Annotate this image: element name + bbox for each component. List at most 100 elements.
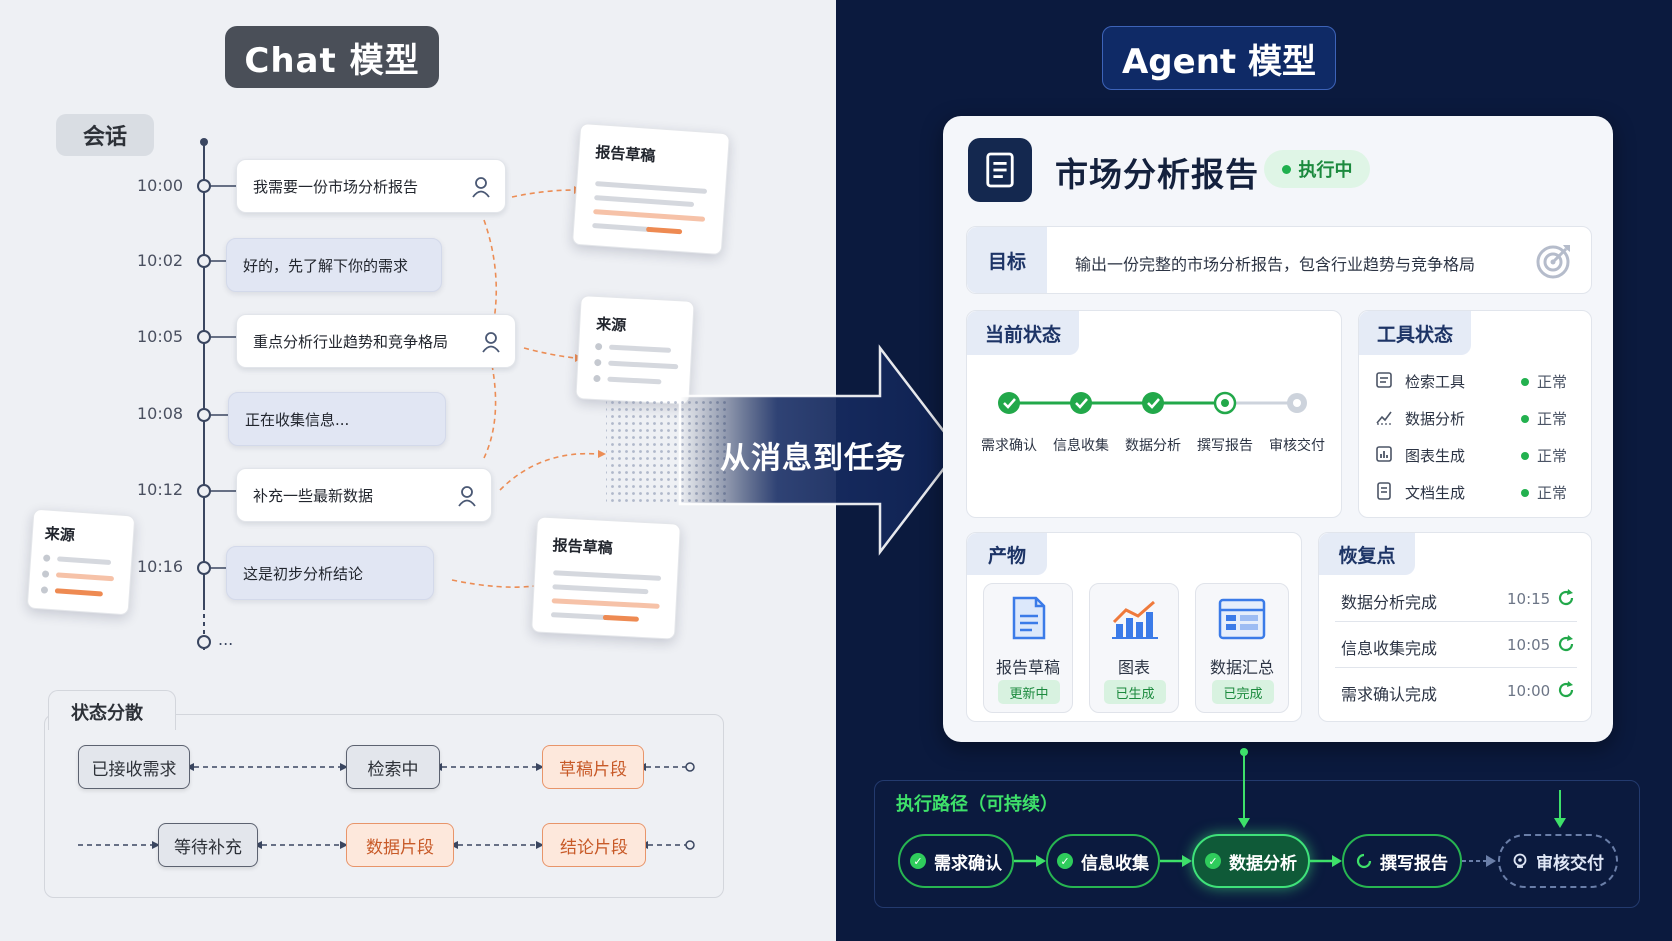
user-message-bubble: 重点分析行业趋势和竞争格局 bbox=[236, 314, 516, 368]
tool-status: 正常 bbox=[1521, 482, 1567, 503]
timeline bbox=[197, 138, 606, 652]
artifact-report-draft[interactable]: 报告草稿 更新中 bbox=[983, 583, 1073, 713]
path-step-label: 需求确认 bbox=[934, 853, 1002, 874]
restore-icon[interactable] bbox=[1557, 635, 1575, 653]
in-progress-icon bbox=[1213, 391, 1237, 415]
step-label: 撰写报告 bbox=[1197, 438, 1253, 454]
path-step-requirements[interactable]: ✓ 需求确认 bbox=[898, 834, 1014, 888]
recovery-points-section: 恢复点 数据分析完成 10:15 信息收集完成 10:05 需求确认完成 10:… bbox=[1318, 532, 1592, 722]
message-text: 重点分析行业趋势和竞争格局 bbox=[253, 332, 449, 351]
artifact-badge: 更新中 bbox=[998, 680, 1060, 704]
recovery-label: 恢复点 bbox=[1319, 533, 1415, 575]
timestamp: 10:16 bbox=[137, 557, 184, 576]
execution-path-box bbox=[874, 780, 1640, 908]
tool-status: 正常 bbox=[1521, 371, 1567, 392]
user-icon bbox=[472, 177, 490, 198]
state-pill: 等待补充 bbox=[158, 823, 258, 867]
artifact-data-summary[interactable]: 数据汇总 已完成 bbox=[1195, 583, 1289, 713]
artifact-chart[interactable]: 图表 已生成 bbox=[1089, 583, 1179, 713]
progress-track bbox=[998, 391, 1307, 415]
path-step-info-gathering[interactable]: ✓ 信息收集 bbox=[1046, 834, 1160, 888]
state-pill: 草稿片段 bbox=[542, 745, 644, 789]
goal-section: 目标 输出一份完整的市场分析报告，包含行业趋势与竞争格局 bbox=[966, 226, 1592, 294]
session-label: 会话 bbox=[56, 114, 154, 156]
path-step-label: 信息收集 bbox=[1081, 853, 1149, 874]
artifact-name: 数据汇总 bbox=[1209, 658, 1274, 677]
tool-name: 检索工具 bbox=[1405, 373, 1466, 391]
message-text: 好的，先了解下你的需求 bbox=[243, 256, 409, 275]
recovery-point-name: 信息收集完成 bbox=[1341, 639, 1438, 658]
message-text: 我需要一份市场分析报告 bbox=[253, 177, 419, 196]
path-step-label: 撰写报告 bbox=[1380, 853, 1448, 874]
scattered-state-label: 状态分散 bbox=[48, 690, 176, 730]
user-message-bubble: 我需要一份市场分析报告 bbox=[236, 159, 506, 213]
path-step-data-analysis[interactable]: ✓ 数据分析 bbox=[1192, 834, 1310, 888]
restore-icon[interactable] bbox=[1557, 681, 1575, 699]
search-tool-icon bbox=[1376, 372, 1392, 388]
current-state-section: 当前状态 需求确认 信息收集 数据分析 撰写报告 审核交付 bbox=[966, 310, 1342, 518]
path-step-review[interactable]: 审核交付 bbox=[1498, 834, 1618, 888]
chart-icon bbox=[1112, 600, 1158, 639]
task-title: 市场分析报告 bbox=[1055, 155, 1259, 194]
pending-icon bbox=[1287, 393, 1307, 413]
timestamp: 10:08 bbox=[137, 404, 184, 423]
artifact-name: 报告草稿 bbox=[995, 658, 1060, 677]
check-icon: ✓ bbox=[1205, 853, 1221, 869]
artifacts-label: 产物 bbox=[967, 533, 1047, 575]
check-icon bbox=[998, 392, 1020, 414]
tool-name: 文档生成 bbox=[1405, 484, 1466, 502]
document-icon bbox=[968, 138, 1032, 202]
artifacts-section: 产物 报告草稿 更新中 图表 已生成 数据汇总 bbox=[966, 532, 1302, 722]
transition-banner-text: 从消息到任务 bbox=[720, 441, 906, 476]
artifact-name: 图表 bbox=[1117, 658, 1150, 677]
goal-label: 目标 bbox=[967, 227, 1047, 293]
bot-message-bubble: 正在收集信息... bbox=[228, 392, 446, 446]
timestamp: 10:02 bbox=[137, 251, 184, 270]
path-step-label: 审核交付 bbox=[1536, 853, 1604, 874]
path-step-label: 数据分析 bbox=[1229, 853, 1297, 874]
check-icon bbox=[1142, 392, 1164, 414]
tool-status: 正常 bbox=[1521, 445, 1567, 466]
timestamp: 10:00 bbox=[137, 176, 184, 195]
check-icon: ✓ bbox=[910, 853, 926, 869]
current-state-label: 当前状态 bbox=[967, 311, 1079, 355]
state-pill: 结论片段 bbox=[542, 823, 646, 867]
timeline-ellipsis: ... bbox=[218, 630, 234, 649]
state-pill: 已接收需求 bbox=[78, 745, 190, 789]
artifact-badge: 已完成 bbox=[1212, 680, 1274, 704]
loading-icon bbox=[1356, 853, 1372, 869]
user-message-bubble: 补充一些最新数据 bbox=[236, 468, 492, 522]
user-icon bbox=[458, 486, 476, 507]
recovery-point-name: 数据分析完成 bbox=[1341, 593, 1438, 612]
tool-status-section: 工具状态 检索工具 正常 数据分析 正常 图表生成 正常 文档生成 正常 bbox=[1358, 310, 1592, 518]
message-text: 这是初步分析结论 bbox=[243, 564, 364, 583]
state-connectors bbox=[78, 762, 695, 850]
recovery-point-time: 10:05 bbox=[1507, 636, 1551, 654]
state-pill: 数据片段 bbox=[346, 823, 454, 867]
review-icon bbox=[1513, 853, 1527, 868]
goal-text: 输出一份完整的市场分析报告，包含行业趋势与竞争格局 bbox=[1075, 255, 1476, 274]
table-icon bbox=[1218, 598, 1266, 640]
artifact-badge: 已生成 bbox=[1104, 680, 1166, 704]
message-text: 补充一些最新数据 bbox=[253, 486, 374, 505]
recovery-point-name: 需求确认完成 bbox=[1341, 685, 1438, 704]
execution-path-label: 执行路径（可持续） bbox=[896, 794, 1058, 815]
document-tool-icon bbox=[1377, 482, 1391, 500]
agent-model-title: Agent 模型 bbox=[1102, 26, 1336, 90]
recovery-point-time: 10:15 bbox=[1507, 590, 1551, 608]
target-icon bbox=[1536, 245, 1570, 279]
step-label: 需求确认 bbox=[981, 438, 1037, 454]
tool-name: 数据分析 bbox=[1405, 410, 1466, 428]
restore-icon[interactable] bbox=[1557, 589, 1575, 607]
step-label: 数据分析 bbox=[1125, 438, 1181, 454]
chat-model-title: Chat 模型 bbox=[225, 26, 439, 88]
check-icon bbox=[1070, 392, 1092, 414]
path-step-writing[interactable]: 撰写报告 bbox=[1342, 834, 1462, 888]
chart-tool-icon bbox=[1376, 446, 1392, 462]
analytics-icon bbox=[1376, 411, 1392, 425]
user-icon bbox=[482, 332, 500, 353]
bot-message-bubble: 好的，先了解下你的需求 bbox=[226, 238, 442, 292]
step-label: 信息收集 bbox=[1053, 438, 1109, 454]
